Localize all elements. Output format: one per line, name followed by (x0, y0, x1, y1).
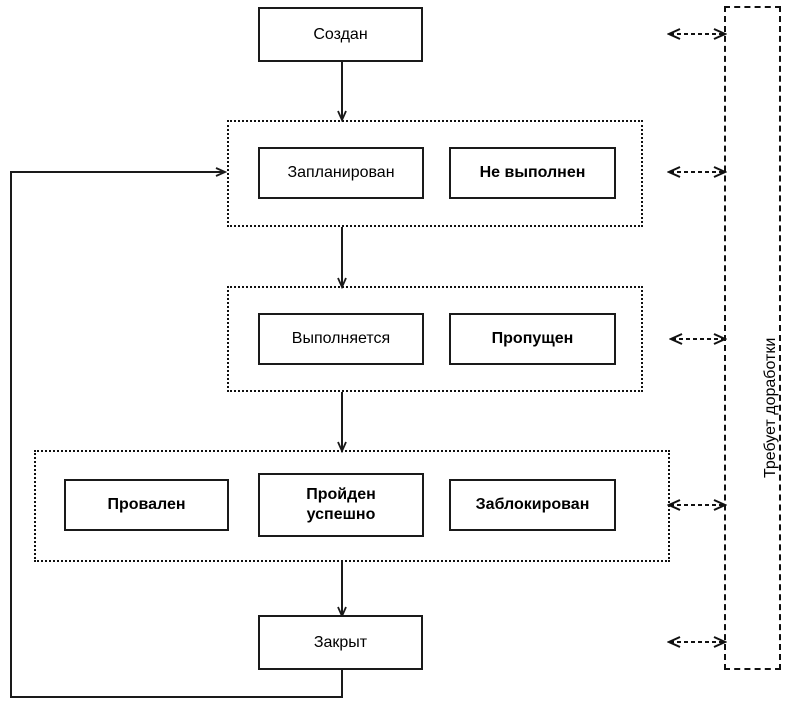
state-passed-label-line1: Пройден (306, 486, 376, 503)
rework-panel-label: Требует доработки (762, 337, 779, 478)
state-not-executed-label: Не выполнен (479, 164, 586, 181)
state-skipped[interactable]: Пропущен (449, 313, 616, 365)
state-failed-label: Провален (107, 496, 186, 513)
edge-closed-loop-to-planned (10, 172, 343, 698)
state-passed[interactable]: Пройден успешно (258, 473, 424, 537)
state-passed-label: Пройден успешно (306, 485, 376, 525)
state-passed-label-line2: успешно (306, 506, 376, 523)
state-blocked-label: Заблокирован (475, 496, 590, 513)
group-planned (227, 120, 643, 227)
state-created[interactable]: Создан (258, 7, 423, 62)
state-in-progress-label: Выполняется (291, 330, 391, 347)
rework-panel[interactable]: Требует доработки (724, 6, 781, 670)
state-planned[interactable]: Запланирован (258, 147, 424, 199)
state-skipped-label: Пропущен (491, 330, 574, 347)
state-closed[interactable]: Закрыт (258, 615, 423, 670)
state-in-progress[interactable]: Выполняется (258, 313, 424, 365)
group-results (34, 450, 670, 562)
state-failed[interactable]: Провален (64, 479, 229, 531)
group-in-progress (227, 286, 643, 392)
state-planned-label: Запланирован (287, 164, 395, 181)
state-closed-label: Закрыт (313, 633, 368, 651)
state-created-label: Создан (313, 25, 368, 43)
state-not-executed[interactable]: Не выполнен (449, 147, 616, 199)
state-blocked[interactable]: Заблокирован (449, 479, 616, 531)
